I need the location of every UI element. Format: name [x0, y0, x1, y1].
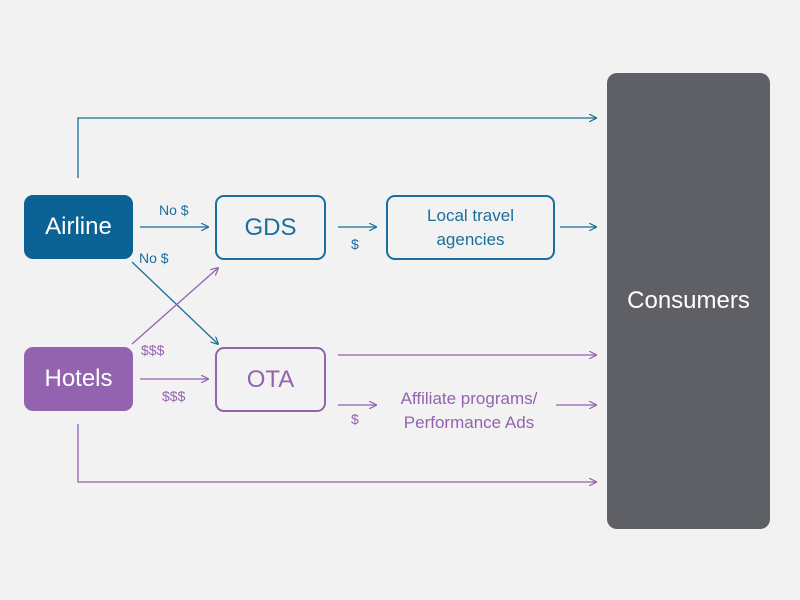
local-travel-agencies-node: Local travel agencies: [386, 195, 555, 260]
gds-node: GDS: [215, 195, 326, 260]
affiliate-line-2: Performance Ads: [403, 413, 535, 432]
hotels-node: Hotels: [24, 347, 133, 411]
hotels-to-gds-label: $$$: [141, 342, 165, 358]
airline-node: Airline: [24, 195, 133, 259]
consumers-node: Consumers: [607, 73, 770, 529]
airline-to-ota-arrow: [131, 261, 218, 344]
consumers-label: Consumers: [627, 287, 750, 314]
gds-to-local-label: $: [351, 236, 359, 252]
airline-direct-arrow: [77, 118, 596, 178]
affiliate-line-1: Affiliate programs/: [400, 389, 538, 408]
hotels-to-ota-label: $$$: [162, 388, 186, 404]
local-travel-line-2: agencies: [436, 229, 505, 249]
hotels-direct-arrow: [77, 424, 596, 482]
hotels-to-gds-arrow: [131, 268, 218, 345]
ota-label: OTA: [246, 365, 295, 393]
ota-to-affiliate-label: $: [351, 411, 359, 427]
airline-to-ota-label: No $: [139, 250, 169, 266]
airline-label: Airline: [45, 213, 112, 240]
affiliate-programs-node: Affiliate programs/ Performance Ads: [380, 387, 558, 435]
gds-label: GDS: [244, 213, 297, 241]
ota-node: OTA: [215, 347, 326, 412]
local-travel-line-1: Local travel: [427, 205, 514, 225]
airline-to-gds-label: No $: [159, 202, 189, 218]
hotels-label: Hotels: [44, 365, 113, 392]
